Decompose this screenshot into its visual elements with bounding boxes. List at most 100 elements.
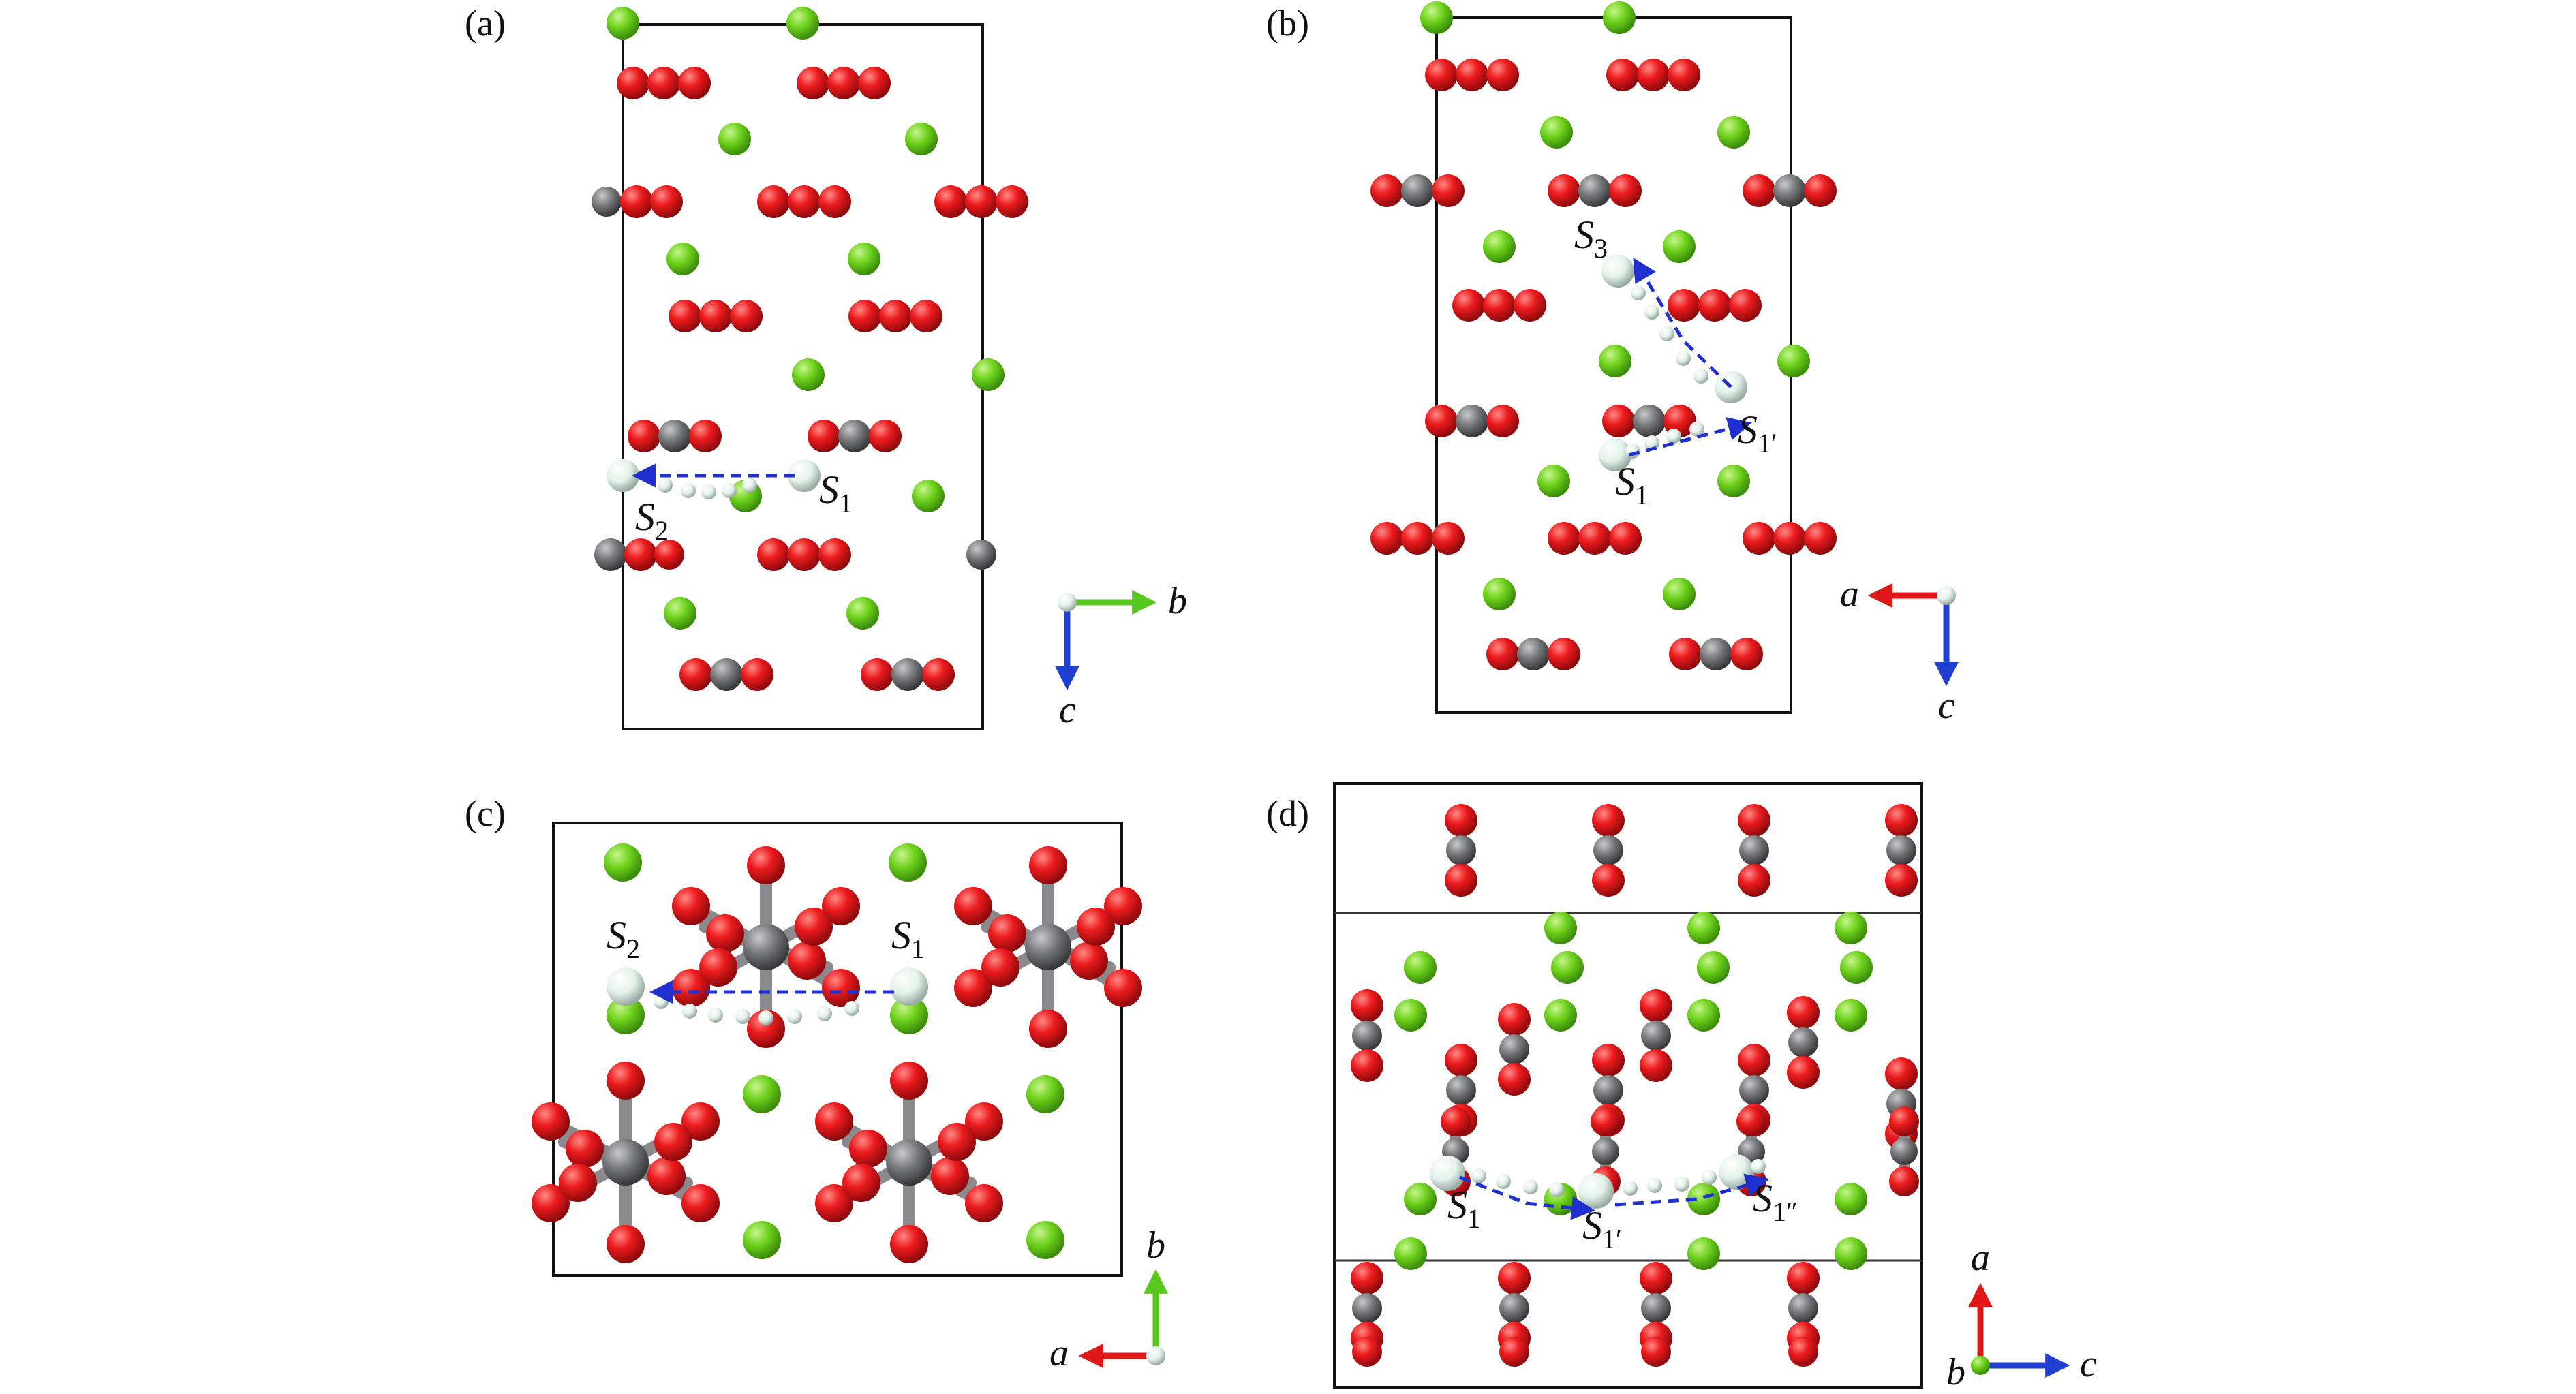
oxygen-atom: [965, 185, 998, 218]
oxygen-atom: [965, 1184, 1003, 1222]
lithium-atom: [912, 480, 945, 512]
lithium-atom: [792, 358, 825, 391]
oxygen-atom: [890, 1062, 928, 1100]
oxygen-atom: [647, 67, 680, 99]
oxygen-atom: [1637, 59, 1670, 91]
mobile-ion-site: [1751, 1159, 1766, 1174]
lithium-atom: [1394, 999, 1427, 1032]
carbon-atom: [1517, 638, 1550, 670]
carbon-atom: [1641, 1021, 1671, 1051]
mobile-ion-site: [1523, 1179, 1538, 1194]
mobile-ion-site: [658, 478, 673, 493]
axis-triad-d: a c b: [1946, 1237, 2097, 1393]
oxygen-atom: [808, 420, 840, 452]
lithium-atom: [1687, 912, 1720, 944]
oxygen-atom: [1498, 1003, 1531, 1036]
lithium-atom: [890, 996, 928, 1034]
panel-label-a: (a): [465, 3, 506, 44]
oxygen-atom: [1592, 1044, 1625, 1077]
oxygen-atom: [1609, 174, 1642, 207]
mobile-ion-site: [722, 483, 737, 498]
oxygen-atom: [890, 1225, 928, 1263]
oxygen-atom: [1787, 1056, 1820, 1089]
lithium-atom: [1540, 116, 1573, 149]
axis-origin: [1146, 1346, 1165, 1365]
carbon-atom: [1593, 1075, 1623, 1105]
oxygen-atom: [628, 420, 660, 452]
axis-label-horizontal: a: [1840, 573, 1859, 615]
lithium-atom: [604, 843, 642, 882]
oxygen-atom: [954, 887, 992, 925]
lithium-atom: [664, 597, 696, 630]
lithium-atom: [1483, 230, 1516, 263]
axis-label-vertical: c: [1059, 689, 1076, 731]
oxygen-atom: [842, 1164, 880, 1202]
mobile-ion-site: [607, 967, 645, 1006]
mobile-ion-site: [787, 1009, 802, 1024]
carbon-atom: [1739, 835, 1769, 865]
oxygen-atom: [922, 658, 955, 691]
lithium-atom: [743, 1221, 781, 1259]
oxygen-atom: [1104, 969, 1142, 1007]
oxygen-atom: [654, 1123, 692, 1161]
oxygen-atom: [1885, 1057, 1918, 1090]
mobile-ion-site: [1689, 422, 1704, 437]
oxygen-atom: [1640, 989, 1672, 1022]
oxygen-atom: [1640, 1262, 1672, 1295]
oxygen-atom: [706, 914, 744, 952]
carbon-atom: [1401, 174, 1434, 207]
carbon-atom: [1446, 835, 1476, 865]
oxygen-atom: [1486, 59, 1519, 91]
carbon-atom: [602, 1139, 649, 1186]
oxygen-atom: [1498, 1063, 1531, 1096]
oxygen-atom: [1602, 405, 1635, 437]
oxygen-atom: [1889, 1166, 1919, 1196]
mobile-ion-site: [1599, 439, 1631, 471]
oxygen-atom: [620, 185, 653, 218]
carbon-atom: [1788, 1027, 1818, 1057]
oxygen-atom: [1592, 864, 1625, 897]
oxygen-atom: [1351, 1262, 1383, 1295]
carbon-atom: [594, 538, 627, 571]
mobile-ion-site: [682, 1004, 697, 1019]
mobile-ion-site: [1631, 285, 1646, 300]
lithium-atom: [1026, 1221, 1064, 1259]
oxygen-atom: [1425, 59, 1458, 91]
oxygen-atom: [1351, 1049, 1383, 1082]
carbon-atom: [1499, 1293, 1529, 1323]
oxygen-atom: [849, 1130, 887, 1168]
mobile-ion-site: [1702, 1170, 1717, 1185]
lithium-atom: [1663, 578, 1696, 610]
axis-label-vertical: a: [1971, 1237, 1990, 1279]
carbon-atom: [1352, 1293, 1382, 1323]
carbon-atom: [1352, 1021, 1382, 1051]
oxygen-atom: [1486, 638, 1519, 670]
lithium-atom: [1663, 230, 1696, 263]
lithium-atom: [1404, 1183, 1437, 1215]
lithium-atom: [718, 123, 751, 155]
migration-path: [1614, 1173, 1770, 1207]
oxygen-atom: [1425, 405, 1458, 437]
lithium-atom: [1835, 1183, 1867, 1215]
lithium-atom: [1835, 1237, 1867, 1270]
oxygen-atom: [730, 300, 763, 332]
oxygen-atom: [650, 185, 683, 218]
oxygen-atom: [1591, 1106, 1621, 1136]
oxygen-atom: [818, 185, 851, 218]
mobile-ion-site: [742, 478, 757, 493]
migration-path: [1459, 1175, 1595, 1220]
mobile-ion-site: [1693, 369, 1708, 384]
oxygen-atom: [1352, 1337, 1382, 1367]
lithium-atom: [1717, 116, 1750, 149]
oxygen-atom: [1483, 289, 1516, 322]
mobile-ion-site: [1659, 326, 1674, 341]
site-label-c-1: S1: [891, 913, 925, 964]
oxygen-atom: [757, 185, 790, 218]
oxygen-atom: [1104, 887, 1142, 925]
site-label-d-1: S1: [1447, 1183, 1481, 1234]
oxygen-atom: [699, 300, 732, 332]
oxygen-atom: [1445, 1044, 1477, 1077]
mobile-ion-site: [735, 1009, 750, 1024]
oxygen-atom: [954, 969, 992, 1007]
oxygen-atom: [1452, 289, 1485, 322]
